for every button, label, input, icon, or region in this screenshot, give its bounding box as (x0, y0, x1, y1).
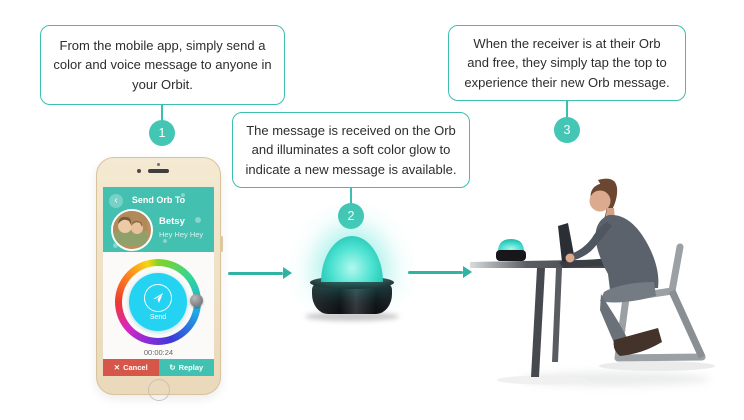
phone-speaker (148, 169, 169, 173)
app-header: ‹ Send Orb To Betsy Hey Hey Hey (103, 187, 214, 252)
phone-mockup: ‹ Send Orb To Betsy Hey Hey Hey (96, 157, 223, 401)
home-button[interactable] (148, 379, 170, 401)
phone-side-button (219, 236, 223, 252)
torso (595, 214, 659, 290)
desk-legs (531, 268, 562, 377)
arm (570, 222, 612, 261)
action-bar: ✕ Cancel ↻ Replay (103, 359, 214, 376)
header-deco-dot (181, 193, 185, 197)
step-3-text: When the receiver is at their Orb and fr… (464, 35, 670, 90)
step-3-bubble: When the receiver is at their Orb and fr… (448, 25, 686, 101)
step-3-badge: 3 (554, 117, 580, 143)
receiver-scene (470, 178, 715, 385)
header-deco-dot (163, 239, 167, 243)
phone-camera (137, 169, 141, 173)
paper-plane-icon (153, 292, 163, 303)
phone-sensor-dot (157, 163, 160, 166)
step-1-stem (161, 105, 163, 121)
head (589, 190, 611, 212)
orb-shadow (305, 312, 399, 321)
back-button[interactable]: ‹ (109, 194, 123, 208)
arrow-shaft (228, 272, 283, 275)
send-label: Send (149, 313, 167, 321)
arrow-head-icon (283, 267, 292, 279)
send-ring (144, 283, 172, 312)
step-3-stem (566, 101, 568, 118)
contact-name: Betsy (159, 216, 185, 227)
arrow-head-icon (463, 266, 472, 278)
step-1-number: 1 (158, 126, 166, 140)
thigh (600, 282, 656, 303)
desk-shadow (497, 375, 587, 385)
header-deco-dot (195, 217, 201, 223)
step-2-text: The message is received on the Orb and i… (245, 122, 457, 177)
step-2-bubble: The message is received on the Orb and i… (232, 112, 470, 188)
shoe (613, 328, 662, 356)
step-1-text: From the mobile app, simply send a color… (53, 37, 272, 92)
cancel-label: Cancel (123, 363, 148, 372)
step-1-bubble: From the mobile app, simply send a color… (40, 25, 285, 105)
x-icon: ✕ (113, 363, 121, 372)
color-wheel-knob[interactable] (190, 294, 203, 307)
send-button[interactable]: Send (129, 273, 187, 331)
contact-message: Hey Hey Hey (159, 230, 204, 239)
chevron-left-icon: ‹ (114, 195, 118, 206)
contact-avatar[interactable] (111, 209, 153, 251)
orb-on-desk (496, 239, 526, 261)
phone-screen: ‹ Send Orb To Betsy Hey Hey Hey (103, 187, 214, 376)
step-2-stem (350, 188, 352, 204)
color-wheel[interactable]: Send (115, 259, 201, 345)
avatar-photo (113, 211, 147, 245)
cancel-button[interactable]: ✕ Cancel (103, 359, 159, 376)
hand (565, 253, 575, 263)
step-2-number: 2 (347, 209, 355, 223)
header-deco-dot (113, 243, 118, 248)
screen-title: Send Orb To (131, 195, 186, 205)
replay-icon: ↻ (169, 363, 176, 372)
step-2-badge: 2 (338, 203, 364, 229)
person-at-desk (565, 178, 662, 356)
chair-shadow (599, 361, 715, 371)
arrow-orb-to-receiver (408, 266, 472, 278)
orb-device (305, 236, 399, 321)
step-1-badge: 1 (149, 120, 175, 146)
recording-timer: 00:00:24 (143, 348, 174, 357)
replay-label: Replay (178, 363, 204, 372)
replay-button[interactable]: ↻ Replay (158, 359, 214, 376)
arrow-shaft (408, 271, 463, 274)
orb-glowing-dome (321, 236, 383, 282)
step-3-number: 3 (563, 123, 571, 137)
arrow-phone-to-orb (228, 267, 292, 279)
